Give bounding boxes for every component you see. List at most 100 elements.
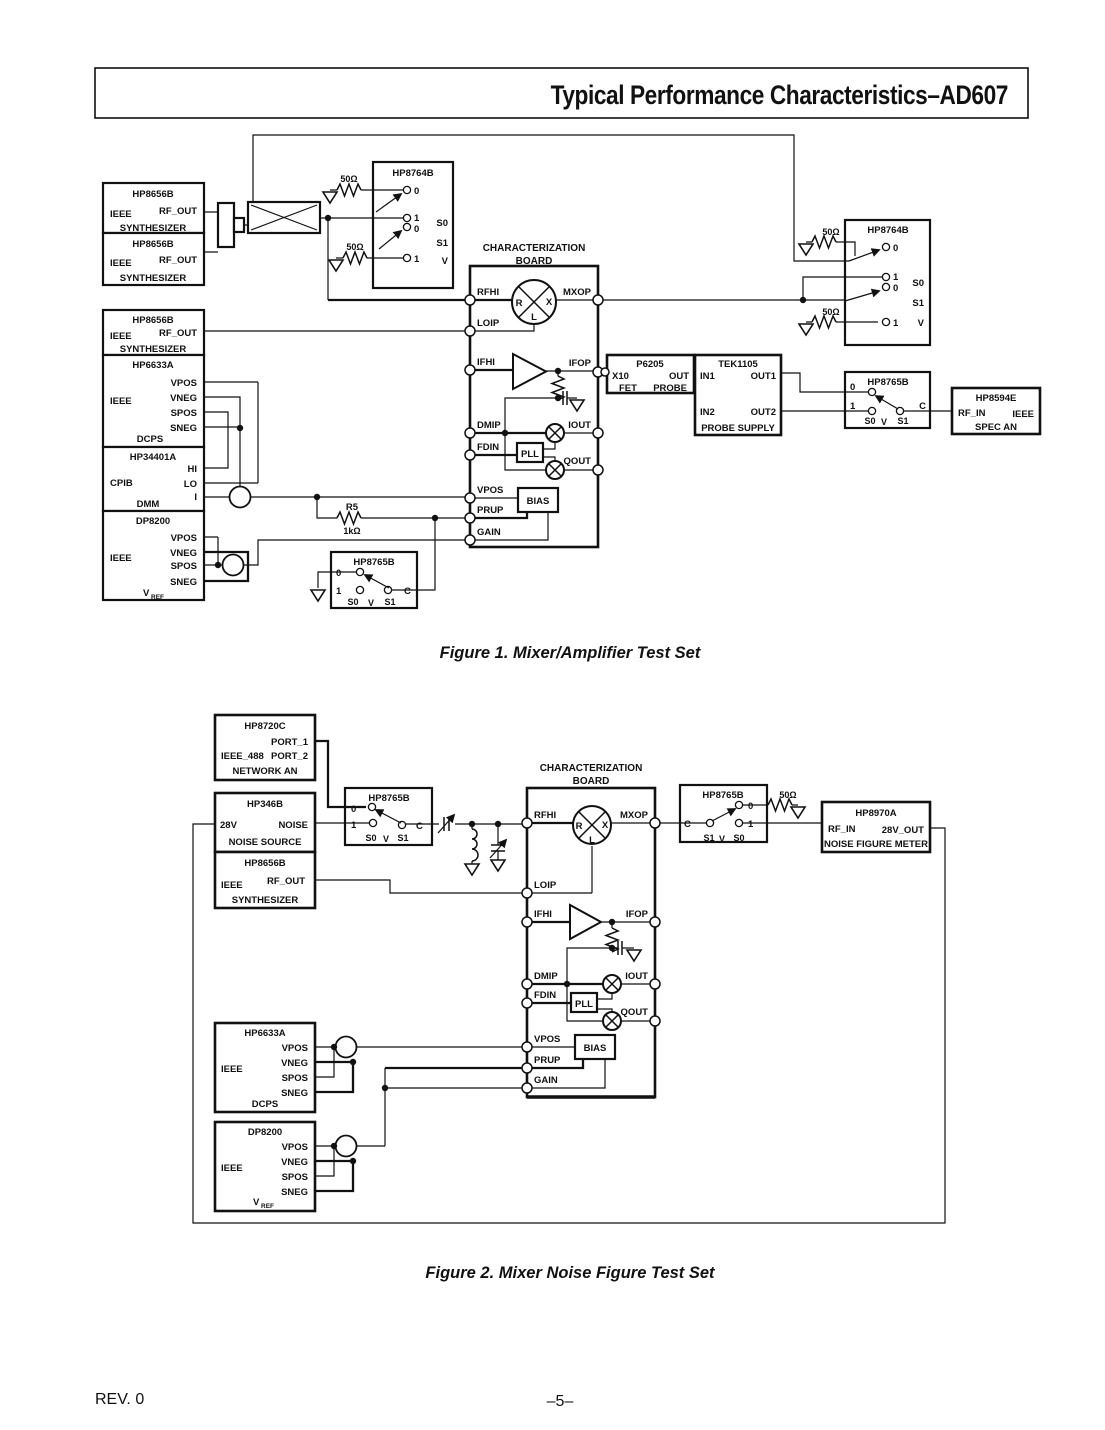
instrument-model: TEK1105	[718, 359, 758, 370]
board-pin-label: IFOP	[626, 909, 649, 920]
port-label: RF_OUT	[267, 876, 305, 887]
revision-label: REV. 0	[95, 1391, 144, 1408]
port-label: 28V_OUT	[882, 825, 924, 836]
instrument-model: P6205	[636, 359, 664, 370]
fig2-network-analyzer-box	[213, 713, 317, 782]
resistor-value: 50Ω	[822, 227, 839, 237]
instrument-model: HP6633A	[132, 360, 173, 371]
control-label: V	[918, 318, 925, 329]
control-label: V	[442, 256, 449, 267]
variable-capacitor-icon	[491, 844, 505, 852]
pin-label: SPOS	[171, 561, 197, 572]
fig1-vref-box	[101, 509, 206, 602]
fig1-junction-dots	[214, 214, 807, 569]
board-pin-label: LOIP	[477, 318, 500, 329]
ground-icon	[790, 806, 806, 819]
instrument-model: HP34401A	[130, 452, 177, 463]
mixer-cross	[517, 285, 551, 319]
current-probe-icon	[334, 1134, 358, 1158]
pin-label: VPOS	[282, 1043, 308, 1054]
combiner-port-icon	[232, 216, 246, 234]
ground-icon	[490, 859, 506, 872]
pin-label: HI	[188, 464, 198, 475]
current-probe-icon	[334, 1035, 358, 1059]
amplifier-icon	[512, 352, 549, 391]
board-pin-label: QOUT	[564, 456, 592, 467]
port-label: RF_OUT	[159, 255, 197, 266]
pin-label: LO	[184, 479, 197, 490]
terminal-label: 0	[414, 186, 419, 197]
fig2-wires	[192, 804, 946, 1224]
capacitor-icon	[562, 391, 568, 405]
terminal-label: 1	[414, 254, 420, 265]
resistor-50ohm-icon	[342, 251, 368, 265]
mixer-port-label: L	[531, 312, 537, 323]
control-label: V	[383, 834, 389, 844]
board-pin-label: PRUP	[534, 1055, 561, 1066]
fig2-switch-arms	[374, 808, 737, 824]
instrument-model: HP8765B	[867, 377, 908, 388]
board-title: BOARD	[573, 776, 610, 787]
fig1-synthesizer1-box	[101, 181, 206, 235]
fig2-pll-box	[569, 991, 599, 1014]
instrument-name: NETWORK AN	[232, 766, 297, 777]
title-box	[94, 67, 1029, 119]
instrument-model: HP8765B	[353, 557, 394, 568]
board-pin-label: VPOS	[477, 485, 503, 496]
resistor-value: 50Ω	[346, 242, 363, 252]
instrument-name: NOISE SOURCE	[229, 837, 302, 848]
bus-label: IEEE	[1012, 409, 1034, 420]
fig1-synthesizer3-box	[101, 308, 206, 357]
resistor-50ohm-icon	[811, 235, 837, 249]
terminal-label: 0	[336, 568, 341, 579]
instrument-model: HP8656B	[132, 315, 173, 326]
fig2-switch-hp8765b-out-box	[678, 783, 769, 844]
port-label: NOISE	[278, 820, 308, 831]
page-title: Typical Performance Characteristics–AD60…	[551, 80, 1008, 110]
control-label: V	[719, 834, 725, 844]
mixer-port-label: L	[589, 835, 595, 846]
mixer-port-label: X	[602, 820, 609, 831]
terminal-label: C	[416, 821, 423, 832]
board-pin-label: MXOP	[563, 287, 592, 298]
instrument-name: FET	[619, 383, 637, 394]
instrument-name: DMM	[137, 499, 160, 510]
port-label: RF_OUT	[159, 206, 197, 217]
fig1-bias-box	[516, 486, 560, 514]
pin-label: VPOS	[171, 378, 197, 389]
amplifier-icon	[569, 903, 604, 941]
fig1-board-pins	[464, 294, 610, 546]
variable-capacitor-arrow	[489, 838, 508, 859]
control-label: V	[368, 598, 374, 608]
control-label: S0	[347, 597, 358, 607]
control-label: S0	[864, 416, 875, 426]
q-mixer-cross	[548, 463, 562, 477]
port-label: OUT1	[751, 371, 777, 382]
figure2-diagram: HP8720C PORT_1 IEEE_488 PORT_2 NETWORK A…	[192, 713, 946, 1224]
current-probe-icon	[221, 553, 245, 577]
bus-label: IEEE	[110, 396, 132, 407]
pin-label: VNEG	[170, 393, 197, 404]
capacitor-icon	[617, 941, 623, 955]
control-label: S0	[365, 833, 376, 843]
board-title: BOARD	[516, 256, 553, 267]
figure2-caption: Figure 2. Mixer Noise Figure Test Set	[425, 1264, 716, 1282]
resistor-ref: R5	[346, 502, 359, 513]
pin-label: SNEG	[281, 1187, 308, 1198]
control-label: S1	[384, 597, 395, 607]
pin-label: SPOS	[282, 1172, 308, 1183]
ground-icon	[464, 863, 480, 876]
resistor-value: 50Ω	[822, 307, 839, 317]
bus-label: IEEE	[221, 1163, 243, 1174]
fig1-pll-box	[515, 441, 545, 464]
instrument-model: DP8200	[136, 516, 170, 527]
board-title: CHARACTERIZATION	[540, 763, 643, 774]
ground-icon	[322, 191, 338, 204]
pin-label: SNEG	[170, 577, 197, 588]
combiner-icon	[216, 201, 236, 249]
resistor-value: 50Ω	[340, 174, 357, 184]
fig1-switch-hp8765b-out-box	[843, 370, 932, 430]
instrument-name: SYNTHESIZER	[232, 895, 299, 906]
fig1-switch-arms	[363, 192, 899, 589]
